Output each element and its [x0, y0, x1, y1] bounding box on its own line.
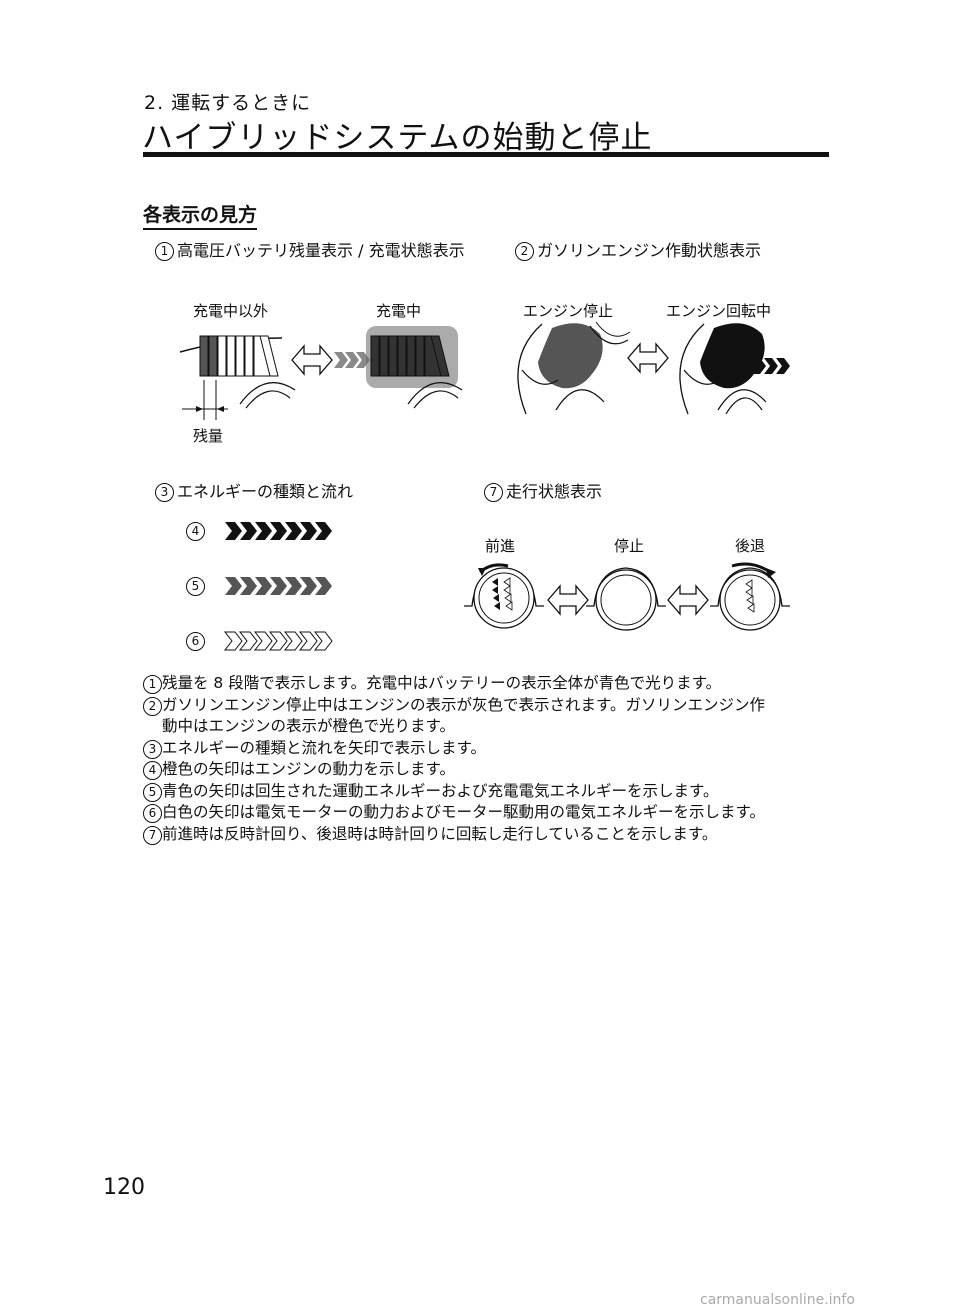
label-engine-stopped: エンジン停止 [523, 302, 614, 320]
label-forward: 前進 [485, 537, 516, 555]
description-text: エネルギーの種類と流れを矢印で表示します。 [162, 738, 486, 757]
energy-heading-text: エネルギーの種類と流れ [177, 482, 354, 501]
description-text: 橙色の矢印はエンジンの動力を示します。 [162, 760, 455, 778]
wheel-reverse-icon [710, 562, 790, 631]
energy-row-orange: 4 [186, 521, 208, 541]
description-text: 青色の矢印は回生された運動エネルギーおよび充電電気エネルギーを示します。 [162, 781, 719, 800]
label-reverse: 後退 [735, 537, 766, 555]
title-rule [143, 152, 829, 157]
flow-chevrons [740, 358, 790, 374]
flow-chevrons [334, 352, 370, 368]
description-item-continued: 動中はエンジンの表示が橙色で光ります。 [143, 716, 843, 738]
description-text: 前進時は反時計回り、後退時は時計回りに回転し走行していることを示します。 [162, 824, 718, 843]
wheel-forward-icon [464, 563, 544, 629]
battery-heading-text: 高電圧バッテリ残量表示 / 充電状態表示 [177, 241, 465, 260]
description-text: 白色の矢印は電気モーターの動力およびモーター駆動用の電気エネルギーを示します。 [162, 803, 765, 821]
description-num: 6 [143, 804, 162, 823]
double-arrow-icon [667, 584, 709, 616]
energy-row-num: 5 [186, 577, 205, 596]
description-num: 2 [143, 696, 162, 716]
engine-running-icon [679, 323, 767, 415]
double-arrow-icon [627, 342, 669, 374]
description-text: 残量を 8 段階で表示します。充電中はバッテリーの表示全体が青色で光ります。 [162, 674, 722, 692]
section-title: 各表示の見方 [143, 200, 258, 230]
description-num: 3 [143, 739, 162, 759]
page-number: 120 [103, 1175, 145, 1200]
label-engine-running: エンジン回転中 [666, 302, 772, 320]
chapter-heading: 2. 運転するときに [144, 92, 312, 114]
page-title: ハイブリッドシステムの始動と停止 [142, 120, 653, 156]
engine-num: 2 [515, 242, 534, 261]
energy-row-num: 4 [186, 522, 205, 541]
description-num: 1 [143, 675, 162, 694]
energy-num: 3 [155, 483, 174, 502]
engine-heading-text: ガソリンエンジン作動状態表示 [537, 241, 762, 260]
label-stop: 停止 [614, 537, 645, 555]
double-arrow-icon [547, 584, 589, 616]
drive-heading-text: 走行状態表示 [506, 482, 603, 501]
description-num: 7 [143, 825, 162, 845]
description-text: 動中はエンジンの表示が橙色で光ります。 [162, 717, 455, 735]
footer-watermark: carmanualsonline.info [700, 1292, 855, 1308]
label-not-charging: 充電中以外 [193, 302, 269, 320]
white-arrows-icon [223, 631, 333, 651]
blue-arrows-icon [225, 577, 332, 595]
energy-row-white: 6 [186, 631, 208, 651]
engine-diagram [517, 321, 790, 415]
double-arrow-icon [291, 344, 333, 376]
battery-diagram [179, 326, 463, 420]
orange-arrows-icon [225, 522, 332, 540]
battery-not-charging-icon [179, 335, 296, 420]
energy-row-num: 6 [186, 632, 205, 651]
energy-row-blue: 5 [186, 576, 208, 596]
label-charging: 充電中 [376, 302, 422, 320]
battery-num: 1 [155, 242, 174, 261]
drive-num: 7 [484, 483, 503, 502]
label-remaining: 残量 [193, 427, 224, 445]
engine-stopped-icon [517, 321, 631, 415]
description-num: 4 [143, 761, 162, 780]
wheel-stop-icon [586, 567, 666, 631]
description-text: ガソリンエンジン停止中はエンジンの表示が灰色で表示されます。ガソリンエンジン作 [162, 695, 765, 714]
battery-charging-icon [366, 326, 463, 409]
description-num: 5 [143, 782, 162, 802]
drive-diagram [464, 562, 790, 631]
